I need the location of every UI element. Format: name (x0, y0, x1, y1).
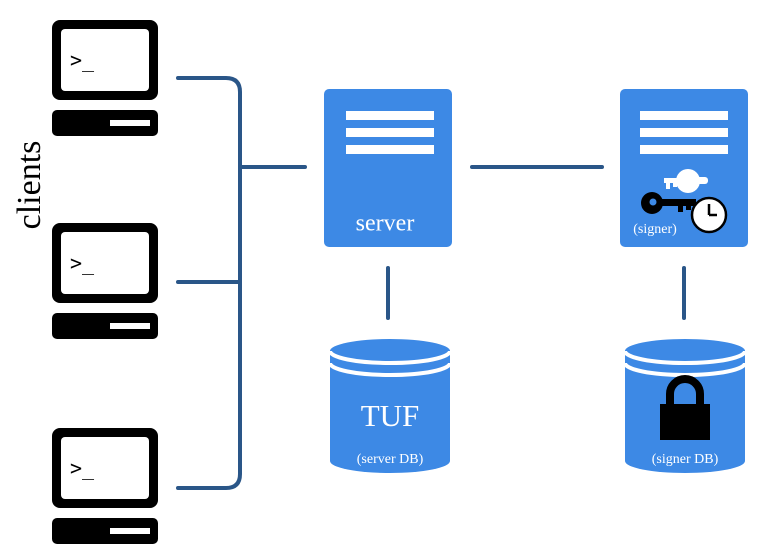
tuf-label: TUF (360, 398, 420, 433)
terminal-prompt: >_ (70, 456, 95, 480)
database-icon (330, 351, 450, 473)
signer-label: (signer) (633, 222, 677, 237)
terminal-base (52, 313, 158, 339)
signer-db-label: (signer DB) (651, 452, 719, 467)
document-lines-icon (346, 111, 434, 154)
signer-box (620, 89, 748, 247)
signer-db-cylinder (623, 339, 747, 473)
document-lines-icon (640, 111, 728, 154)
server-box (324, 89, 452, 247)
server-db-label: (server DB) (356, 452, 424, 467)
client-terminal-2: >_ (52, 223, 158, 339)
terminal-prompt: >_ (70, 251, 95, 275)
server-label: server (355, 210, 415, 237)
terminal-prompt: >_ (70, 48, 95, 72)
client-terminal-3: >_ (52, 428, 158, 544)
lock-icon (660, 375, 710, 440)
client-connectors (176, 76, 307, 490)
terminal-base (52, 110, 158, 136)
client-terminal-1: >_ (52, 20, 158, 136)
server-db-cylinder (328, 339, 452, 473)
terminal-base (52, 518, 158, 544)
clock-icon (690, 196, 728, 234)
key-icon (664, 169, 708, 193)
clients-label: clients (11, 140, 48, 230)
